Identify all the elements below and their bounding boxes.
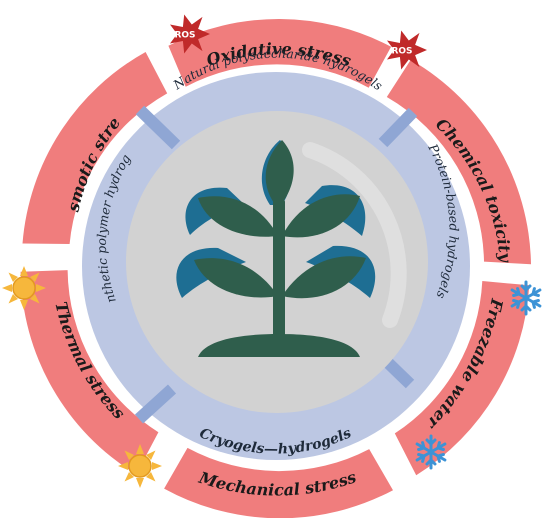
outer-ring <box>20 18 531 518</box>
segment-osmotic <box>22 52 168 244</box>
ros-badge-right: ROS <box>387 30 427 70</box>
segment-oxidative <box>168 18 392 88</box>
segment-thermal <box>20 270 159 475</box>
sun-icon <box>118 444 162 488</box>
segment-mechanical <box>164 447 393 518</box>
segment-chemical <box>386 59 531 265</box>
snowflake-icon <box>415 434 447 470</box>
sun-icon <box>2 266 46 310</box>
segment-freezable <box>394 281 530 476</box>
ros-badge-left: ROS <box>170 14 210 54</box>
plant-icon <box>176 140 376 357</box>
center-disc-highlight <box>302 142 407 328</box>
ros-label-right: ROS <box>391 47 412 57</box>
snowflake-icon <box>510 280 542 316</box>
ros-burst-icon <box>170 14 210 54</box>
ros-label-left: ROS <box>174 31 195 41</box>
ros-burst-icon <box>387 30 427 70</box>
